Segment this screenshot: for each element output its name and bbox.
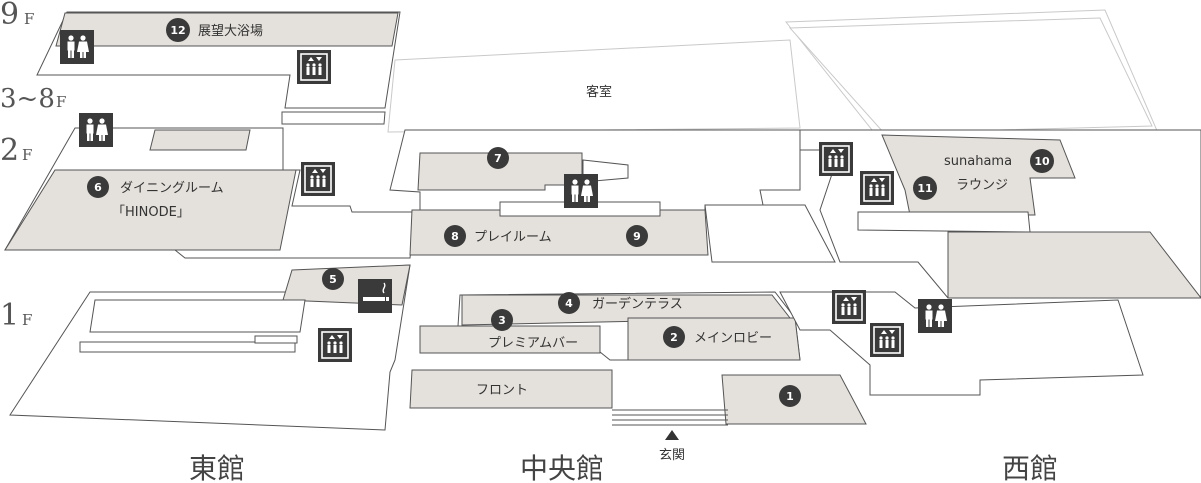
elevator-icon-1f-west-a <box>831 289 867 325</box>
marker-10-number: 10 <box>1034 155 1050 168</box>
elevator-icon-2f-west-a <box>818 141 854 177</box>
floor-2-plan <box>4 127 1201 299</box>
marker-7-number: 7 <box>494 152 502 165</box>
restroom-icon-2f-central <box>564 174 598 208</box>
marker-6-number: 6 <box>94 181 102 194</box>
garden-terrace-label: ガーデンテラス <box>592 296 683 312</box>
elevator-icon-2f-east <box>300 161 336 197</box>
front-label: フロント <box>476 383 528 398</box>
floor-label-9f: 9 F <box>0 0 34 32</box>
marker-6: 6 <box>87 176 109 198</box>
marker-1: 1 <box>779 385 801 407</box>
dining-room-label: ダイニングルーム <box>120 181 224 196</box>
floor-1-suffix: F <box>22 311 32 329</box>
floor-label-2f: 2 F <box>0 133 32 168</box>
marker-11: 11 <box>913 176 937 200</box>
guest-rooms-label: 客室 <box>586 84 612 100</box>
marker-9-number: 9 <box>633 230 641 243</box>
floor-3-8-number: 3~8 <box>0 84 55 114</box>
marker-3: 3 <box>491 309 513 331</box>
premium-bar-area <box>419 325 601 354</box>
room-7-area <box>417 152 583 191</box>
west-building-label: 西館 <box>1002 452 1058 483</box>
marker-2-number: 2 <box>670 331 678 344</box>
marker-5: 5 <box>322 268 344 290</box>
playroom-label: プレイルーム <box>474 230 552 245</box>
dining-room-area <box>4 169 297 251</box>
marker-12: 12 <box>166 18 190 42</box>
restroom-icon-2f-east <box>79 113 113 147</box>
smoking-area-icon <box>358 279 392 313</box>
floor-3-8-suffix: F <box>56 93 66 111</box>
east-building-label: 東館 <box>189 452 245 483</box>
floor-9-suffix: F <box>24 10 34 28</box>
lounge-name-label: sunahama <box>944 154 1012 169</box>
floor-label-3-8f: 3~8 F <box>0 84 66 114</box>
central-building-label: 中央館 <box>520 452 604 483</box>
floor-2-number: 2 <box>0 133 19 168</box>
floor-1-plan <box>9 264 1144 431</box>
elevator-icon-1f-west-b <box>869 322 905 358</box>
marker-8-number: 8 <box>451 230 459 243</box>
elevator-icon-9f <box>296 49 332 85</box>
marker-5-number: 5 <box>329 273 337 286</box>
marker-11-number: 11 <box>917 182 932 195</box>
premium-bar-label: プレミアムバー <box>488 336 578 351</box>
marker-7: 7 <box>487 147 509 169</box>
marker-4: 4 <box>558 292 580 314</box>
elevator-icon-2f-west-b <box>859 170 895 206</box>
marker-8: 8 <box>444 225 466 247</box>
main-lobby-label: メインロビー <box>694 331 772 346</box>
elevator-icon-1f-east <box>317 327 353 363</box>
entrance-marker: 玄関 <box>659 430 685 463</box>
marker-3-number: 3 <box>498 314 506 327</box>
lounge-label: ラウンジ <box>956 178 1008 193</box>
restroom-icon-1f-west <box>918 299 952 333</box>
dining-room-sublabel: 「HINODE」 <box>112 205 190 220</box>
floor-label-1f: 1 F <box>0 298 32 333</box>
marker-12-number: 12 <box>170 24 185 37</box>
marker-1-number: 1 <box>786 390 794 403</box>
floor-9-number: 9 <box>0 0 19 32</box>
floor-1-number: 1 <box>0 298 19 333</box>
entrance-arrow-icon <box>665 430 679 440</box>
west-upper-outline <box>387 9 1159 141</box>
restroom-icon-9f <box>60 30 94 64</box>
marker-9: 9 <box>626 225 648 247</box>
floor-2-suffix: F <box>22 146 32 164</box>
front-area <box>409 369 613 409</box>
observation-bath-label: 展望大浴場 <box>198 23 263 39</box>
entrance-label: 玄関 <box>659 448 685 463</box>
marker-10: 10 <box>1030 149 1054 173</box>
marker-2: 2 <box>663 326 685 348</box>
observation-bath-area <box>55 12 399 47</box>
marker-4-number: 4 <box>565 297 573 310</box>
